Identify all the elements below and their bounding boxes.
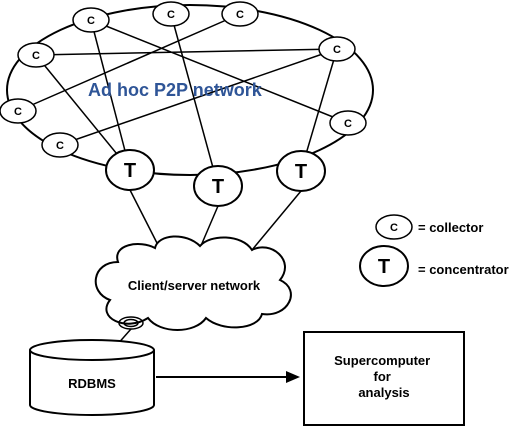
collector-node: C — [152, 1, 190, 27]
legend-collector-symbol: C — [375, 214, 413, 240]
legend-concentrator-symbol: T — [359, 245, 409, 287]
link-c2-c8 — [90, 19, 349, 124]
legend-collector-text: = collector — [418, 220, 483, 235]
supercomputer-label: Supercomputer for analysis — [334, 353, 434, 400]
concentrator-node-shape — [105, 149, 155, 191]
concentrator-node-shape — [276, 150, 326, 192]
database-body — [29, 350, 155, 416]
collector-node-shape — [318, 36, 356, 62]
collector-node: C — [72, 7, 110, 33]
collector-node-shape — [41, 132, 79, 158]
legend-collector-letter: C — [390, 222, 398, 234]
collector-node: C — [329, 110, 367, 136]
collector-node-label: C — [167, 9, 175, 21]
network-title: Ad hoc P2P network — [88, 80, 263, 100]
cloud-label: Client/server network — [128, 278, 261, 293]
collector-node-label: C — [32, 50, 40, 62]
collector-node-label: C — [236, 9, 244, 21]
collector-node-shape — [17, 42, 55, 68]
p2p-links — [17, 13, 349, 187]
p2p-network-boundary — [6, 4, 374, 176]
supercomputer-label-line: analysis — [358, 385, 409, 400]
collector-node-label: C — [344, 118, 352, 130]
supercomputer-label-line: for — [374, 369, 391, 384]
link-c1-t1 — [35, 54, 131, 171]
collector-node-shape — [152, 1, 190, 27]
collector-node: C — [318, 36, 356, 62]
concentrator-node-label: T — [124, 160, 136, 182]
supercomputer-box — [303, 331, 465, 426]
collector-node: C — [17, 42, 55, 68]
link-c3-t2 — [170, 13, 219, 187]
collector-node: C — [41, 132, 79, 158]
concentrator-node: T — [276, 150, 326, 192]
legend-concentrator-text: = concentrator — [418, 262, 509, 277]
supercomputer-label-line: Supercomputer — [334, 353, 430, 368]
cloud-links — [129, 189, 302, 251]
concentrator-node: T — [105, 149, 155, 191]
analysis-arrow — [156, 371, 300, 383]
collector-node-shape — [329, 110, 367, 136]
concentrator-node-shape — [193, 165, 243, 207]
link-c1-c7 — [35, 48, 338, 56]
collector-node-shape — [221, 1, 259, 27]
collector-node-label: C — [14, 106, 22, 118]
concentrator-node-label: T — [212, 176, 224, 198]
link-c6-c7 — [59, 48, 338, 146]
client-server-cloud — [94, 235, 292, 331]
rdbms-database: RDBMS — [29, 339, 155, 416]
legend-concentrator-letter: T — [378, 256, 390, 278]
collector-node-shape — [0, 98, 37, 124]
collector-node-label: C — [87, 15, 95, 27]
database-label: RDBMS — [68, 376, 116, 391]
legend: C = collector T = concentrator — [359, 214, 509, 287]
link-t1-cloud — [129, 189, 159, 246]
collector-node: C — [221, 1, 259, 27]
concentrator-node-label: T — [295, 161, 307, 183]
database-top — [29, 339, 155, 361]
collector-node-label: C — [56, 140, 64, 152]
link-c2-t1 — [90, 19, 131, 171]
concentrator-node: T — [193, 165, 243, 207]
collector-node-shape — [72, 7, 110, 33]
link-c4-c5 — [17, 13, 241, 112]
link-t2-cloud — [199, 205, 219, 249]
collector-node-label: C — [333, 44, 341, 56]
collector-node: C — [0, 98, 37, 124]
link-t3-cloud — [251, 190, 302, 251]
